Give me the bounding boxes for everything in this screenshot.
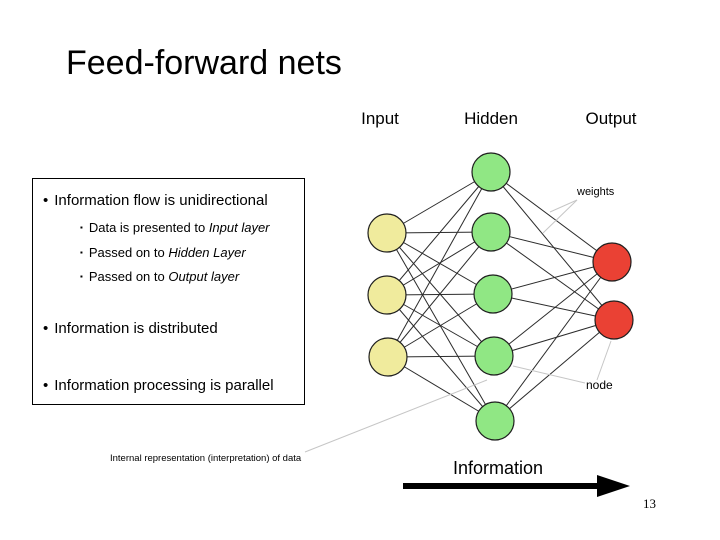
information-arrow-shaft xyxy=(403,483,597,489)
weight-edge xyxy=(490,231,615,321)
weight-edge xyxy=(386,171,492,234)
leader-line xyxy=(596,340,612,381)
sub-bullet-hidden-layer: ▪ Passed on to Hidden Layer xyxy=(33,245,246,260)
weight-edge xyxy=(494,319,615,422)
sub-bullet-text: Data is presented to xyxy=(88,220,209,235)
label-output-layer: Output xyxy=(585,109,637,128)
sub-bullet-italic: Output layer xyxy=(168,269,240,284)
sub-bullet-italic: Input layer xyxy=(208,220,270,235)
bullet-text: Information processing is parallel xyxy=(54,377,274,394)
weight-edge xyxy=(490,171,613,263)
sub-bullet-italic: Hidden Layer xyxy=(168,245,246,260)
sub-bullet-marker: ▪ xyxy=(80,223,83,232)
label-hidden-layer: Hidden xyxy=(464,109,518,128)
input-node xyxy=(367,275,407,315)
page-number: 13 xyxy=(643,496,656,511)
weight-edge xyxy=(387,231,492,358)
label-input-layer: Input xyxy=(361,109,399,128)
weight-edge xyxy=(386,231,492,296)
bullet-marker: • xyxy=(43,192,49,209)
internal-representation-caption: Internal representation (interpretation)… xyxy=(110,453,302,464)
sub-bullet-output-layer: ▪ Passed on to Output layer xyxy=(33,269,239,284)
bullet-info-parallel: • Information processing is parallel xyxy=(33,377,274,394)
output-node xyxy=(592,242,632,282)
bullet-text: Information flow is unidirectional xyxy=(54,192,268,209)
weight-edge xyxy=(386,294,496,422)
weight-edge xyxy=(387,293,494,358)
input-node xyxy=(367,213,407,253)
sub-bullet-marker: ▪ xyxy=(80,248,83,257)
leader-line xyxy=(512,365,586,384)
sub-bullet-input-layer: ▪ Data is presented to Input layer xyxy=(33,220,270,235)
bullet-marker: • xyxy=(43,377,49,394)
hidden-node xyxy=(473,274,513,314)
leader-line xyxy=(542,199,578,234)
weight-edge xyxy=(493,319,615,357)
bullet-textbox: • Information flow is unidirectional ▪ Dat… xyxy=(32,178,305,405)
hidden-node xyxy=(471,152,511,192)
weight-edge xyxy=(386,171,492,296)
weight-edge xyxy=(492,261,613,295)
weight-edge xyxy=(387,171,492,358)
bullet-text: Information is distributed xyxy=(54,320,218,337)
weight-edge xyxy=(494,261,613,422)
information-arrow-head xyxy=(597,475,630,497)
slide-title: Feed-forward nets xyxy=(66,44,342,82)
hidden-node xyxy=(471,212,511,252)
weight-edge xyxy=(387,356,496,422)
sub-bullet-text: Passed on to xyxy=(88,269,169,284)
bullet-marker: • xyxy=(43,320,49,337)
weight-edge xyxy=(492,293,615,321)
hidden-node xyxy=(475,401,515,441)
information-flow-label: Information xyxy=(453,458,544,478)
hidden-node xyxy=(474,336,514,376)
weight-edge xyxy=(490,171,615,321)
bullet-info-flow: • Information flow is unidirectional xyxy=(33,192,268,209)
output-node xyxy=(594,300,634,340)
node-annotation: node xyxy=(586,378,613,392)
sub-bullet-text: Passed on to xyxy=(88,245,169,260)
weight-edge xyxy=(386,232,496,422)
weights-annotation: weights xyxy=(577,186,615,198)
sub-bullet-marker: ▪ xyxy=(80,272,83,281)
bullet-info-distributed: • Information is distributed xyxy=(33,320,218,337)
leader-line xyxy=(304,379,488,453)
weight-edge xyxy=(493,261,613,357)
input-node xyxy=(368,337,408,377)
weight-edge xyxy=(490,231,613,263)
leader-line xyxy=(549,199,578,213)
